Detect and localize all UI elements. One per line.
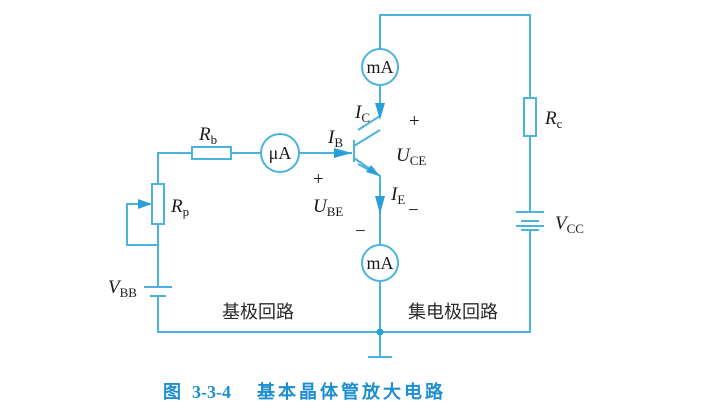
- caption-prefix: 图: [163, 382, 184, 403]
- label-collector-loop: 集电极回路: [408, 302, 498, 323]
- label-ib: IB: [327, 127, 343, 150]
- label-ie: IE: [390, 184, 405, 207]
- junction-dot: [376, 328, 384, 336]
- ube-minus: −: [355, 221, 366, 242]
- ib-arrow-icon: [334, 148, 352, 158]
- transistor-npn: [353, 129, 381, 177]
- meter-collector-ma: mA: [361, 48, 399, 86]
- meter-emitter-label: mA: [367, 253, 394, 273]
- label-vcc: VCC: [555, 213, 584, 236]
- wire-vcc-bottom: [157, 230, 531, 333]
- wire-collector-top: [379, 14, 531, 98]
- label-rb: Rb: [198, 124, 217, 147]
- ie-arrow-icon: [375, 196, 385, 214]
- label-base-loop: 基极回路: [222, 302, 294, 323]
- wire-base: [157, 152, 192, 184]
- figure-caption: 图 3-3-4 基本晶体管放大电路: [163, 378, 446, 404]
- label-vbb: VBB: [108, 277, 137, 300]
- caption-number: 3-3-4: [192, 382, 231, 402]
- caption-text: 基本晶体管放大电路: [257, 382, 446, 403]
- meter-collector-label: mA: [367, 57, 394, 77]
- resistor-rc: [523, 97, 537, 137]
- meter-microamp-label: μA: [269, 143, 292, 163]
- label-ic: IC: [354, 102, 370, 125]
- label-rp: Rp: [170, 196, 189, 219]
- label-uce: UCE: [396, 145, 426, 168]
- resistor-rp: [151, 183, 165, 225]
- ic-arrow-icon: [375, 103, 385, 120]
- label-rc: Rc: [544, 108, 563, 131]
- rp-wiper-arrow: [138, 199, 152, 209]
- ube-plus: +: [313, 169, 324, 190]
- emitter-arrow: [366, 165, 380, 176]
- uce-minus: −: [408, 200, 419, 221]
- battery-vcc: [516, 211, 544, 231]
- label-ube: UBE: [313, 196, 343, 219]
- uce-plus: +: [409, 111, 420, 132]
- meter-emitter-ma: mA: [361, 244, 399, 282]
- resistor-rb: [191, 146, 232, 160]
- wires: [126, 14, 531, 357]
- battery-vbb: [144, 286, 172, 297]
- meter-microamp: μA: [260, 133, 300, 173]
